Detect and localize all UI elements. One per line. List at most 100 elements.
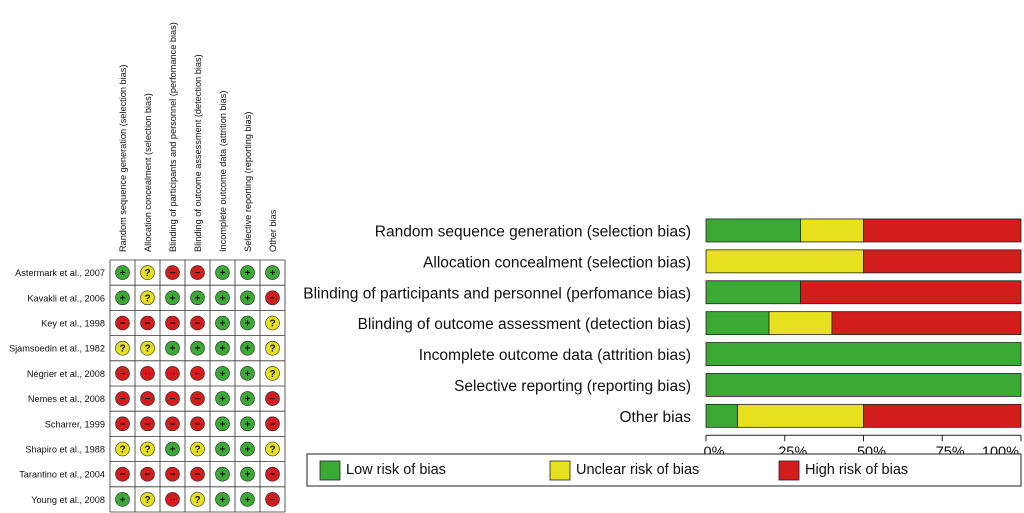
rating-low-circle [240, 290, 255, 306]
rating-symbol: ? [194, 495, 200, 506]
rating-low-circle [215, 466, 230, 482]
rating-symbol: + [245, 470, 251, 481]
rating-high-circle [190, 416, 205, 432]
rating-unclear-circle [265, 340, 280, 356]
legend-box [306, 453, 1022, 487]
rating-symbol: ? [144, 445, 150, 456]
rating-symbol: − [170, 369, 176, 380]
domain-header-random-sequence-generation-selection-bias: Random sequence generation (selection bi… [118, 65, 128, 252]
rating-symbol: + [220, 293, 226, 304]
rating-symbol: + [245, 268, 251, 279]
bar-segment-high [863, 218, 1022, 243]
rating-symbol: − [270, 394, 276, 405]
legend-swatch-low [319, 460, 341, 481]
rating-symbol: + [220, 394, 226, 405]
rating-low-circle [165, 441, 180, 457]
legend-label-unclear: Unclear risk of bias [576, 462, 699, 478]
rating-symbol: ? [144, 495, 150, 506]
rating-low-circle [240, 416, 255, 432]
rating-high-circle [165, 416, 180, 432]
rating-symbol: − [270, 470, 276, 481]
rating-symbol: + [245, 293, 251, 304]
bar-segment-high [863, 249, 1022, 274]
rating-symbol: − [120, 319, 126, 330]
rating-symbol: + [245, 419, 251, 430]
bar-label-blinding-of-participants-and-personnel-perfomance-bias: Blinding of participants and personnel (… [303, 285, 691, 302]
rating-symbol: − [170, 495, 176, 506]
rating-symbol: − [195, 369, 201, 380]
rating-low-circle [115, 290, 130, 306]
study-label-tarantino-et-al-2004: Tarantino et al., 2004 [19, 470, 105, 480]
study-label-sjamsoedin-et-al-1982: Sjamsoedin et al., 1982 [9, 344, 105, 354]
rating-symbol: − [195, 394, 201, 405]
rating-unclear-circle [265, 366, 280, 381]
rating-symbol: ? [144, 293, 150, 304]
rating-symbol: + [245, 319, 251, 330]
rating-symbol: + [120, 268, 126, 279]
rating-low-circle [215, 441, 230, 457]
rating-low-circle [240, 265, 255, 280]
bar-label-incomplete-outcome-data-attrition-bias: Incomplete outcome data (attrition bias) [419, 347, 691, 364]
rating-symbol: ? [269, 344, 275, 355]
rating-symbol: + [220, 319, 226, 330]
rating-unclear-circle [140, 492, 155, 507]
rating-high-circle [140, 391, 155, 406]
rating-high-circle [115, 315, 130, 331]
bar-segment-low [705, 403, 738, 428]
bar-label-allocation-concealment-selection-bias: Allocation concealment (selection bias) [423, 254, 691, 271]
bar-segment-low [705, 311, 770, 336]
rating-low-circle [215, 265, 230, 280]
rating-high-circle [165, 265, 180, 280]
rating-symbol: − [170, 419, 176, 430]
rating-low-circle [240, 492, 255, 507]
rating-low-circle [165, 340, 180, 356]
bar-segment-high [863, 403, 1022, 428]
rating-symbol: − [120, 419, 126, 430]
rating-low-circle [240, 391, 255, 406]
rating-symbol: + [195, 344, 201, 355]
rating-low-circle [215, 340, 230, 356]
rating-unclear-circle [140, 290, 155, 306]
study-label-shapiro-et-al-1988: Shapiro et al., 1988 [25, 445, 105, 455]
bar-label-blinding-of-outcome-assessment-detection-bias: Blinding of outcome assessment (detectio… [358, 316, 691, 333]
bar-label-selective-reporting-reporting-bias: Selective reporting (reporting bias) [454, 378, 691, 395]
bar-segment-unclear [800, 218, 864, 243]
rating-symbol: − [170, 268, 176, 279]
rating-symbol: + [220, 495, 226, 506]
bar-segment-high [831, 311, 1022, 336]
bar-segment-low [705, 218, 801, 243]
rating-symbol: ? [144, 344, 150, 355]
rating-symbol: + [120, 495, 126, 506]
rating-unclear-circle [140, 441, 155, 457]
study-label-young-et-al-2008: Young et al., 2008 [31, 495, 105, 505]
rating-unclear-circle [115, 340, 130, 356]
rating-high-circle [140, 315, 155, 331]
rating-high-circle [265, 290, 280, 306]
rating-symbol: + [245, 445, 251, 456]
study-label-key-et-al-1998: Key et al., 1998 [41, 319, 105, 329]
rating-high-circle [140, 466, 155, 482]
rating-symbol: − [270, 419, 276, 430]
rating-unclear-circle [115, 441, 130, 457]
rating-low-circle [165, 290, 180, 306]
rating-symbol: − [145, 470, 151, 481]
domain-header-selective-reporting-reporting-bias: Selective reporting (reporting bias) [243, 112, 253, 252]
risk-of-bias-summary-chart: Random sequence generation (selection bi… [9, 22, 286, 513]
rating-symbol: + [245, 495, 251, 506]
rating-symbol: ? [144, 268, 150, 279]
rating-symbol: + [220, 344, 226, 355]
rating-low-circle [215, 492, 230, 507]
rating-symbol: − [145, 319, 151, 330]
domain-header-other-bias: Other bias [268, 209, 278, 252]
rating-symbol: − [120, 369, 126, 380]
rating-high-circle [190, 315, 205, 331]
rating-low-circle [190, 290, 205, 306]
rating-low-circle [215, 416, 230, 432]
study-label-nemes-et-al-2008: Nemes et al., 2008 [28, 394, 105, 404]
rating-symbol: − [195, 268, 201, 279]
domain-header-blinding-of-outcome-assessment-detection-bias: Blinding of outcome assessment (detectio… [193, 54, 203, 252]
rating-symbol: + [120, 293, 126, 304]
legend-label-low: Low risk of bias [346, 462, 446, 478]
bar-segment-unclear [705, 249, 864, 274]
rating-low-circle [240, 340, 255, 356]
